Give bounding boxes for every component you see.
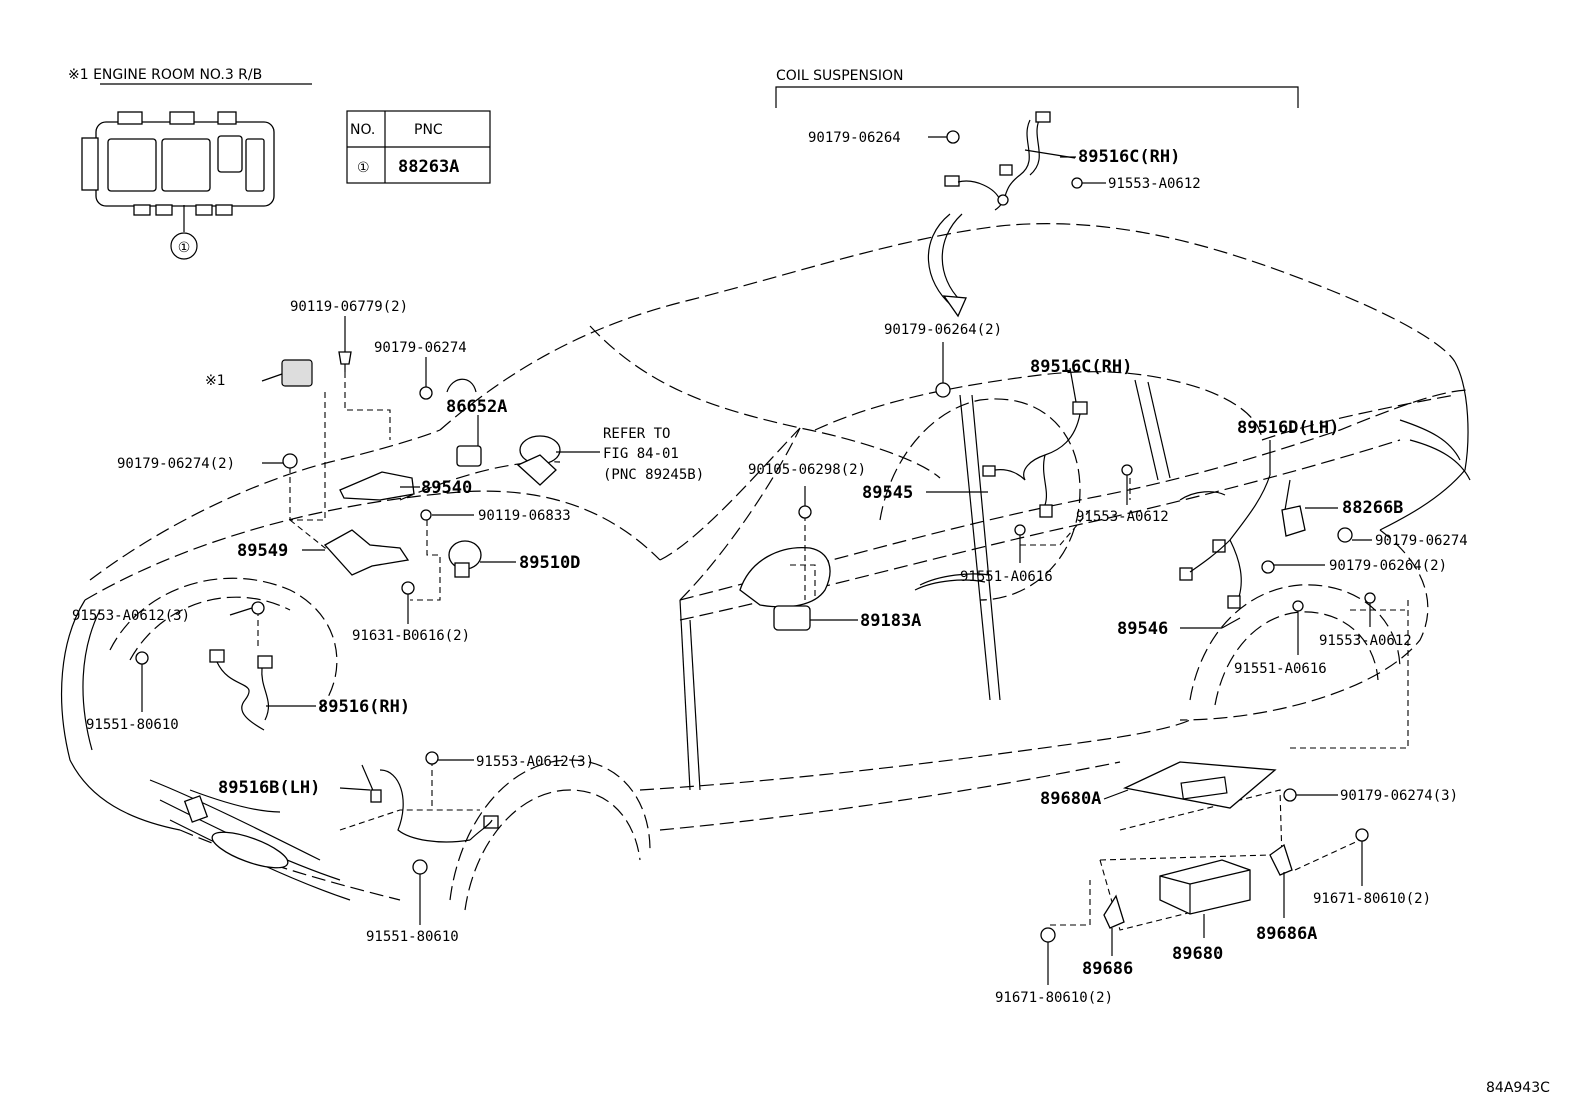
bolt-icon bbox=[135, 382, 1376, 943]
part-label: 91671-80610(2) bbox=[1313, 891, 1431, 907]
bracket-icon bbox=[1269, 843, 1293, 876]
part-label: 90179-06274 bbox=[374, 340, 467, 356]
bracket-icon bbox=[1103, 894, 1125, 929]
part-label: 91553-A0612 bbox=[1076, 509, 1169, 525]
part-label: 90179-06274(2) bbox=[117, 456, 235, 472]
part-label: 89510D bbox=[519, 553, 580, 573]
part-label: 89680A bbox=[1040, 789, 1101, 809]
part-label: 89549 bbox=[237, 541, 288, 561]
refer-note-line2: FIG 84-01 bbox=[603, 446, 679, 462]
part-label: 91671-80610(2) bbox=[995, 990, 1113, 1006]
engine-room-box-title: ※1 ENGINE ROOM NO.3 R/B bbox=[68, 67, 262, 83]
part-label: 91553-A0612(3) bbox=[72, 608, 190, 624]
part-label: 91551-A0616 bbox=[1234, 661, 1327, 677]
pnc-table-header-pnc: PNC bbox=[414, 122, 443, 138]
cover-icon bbox=[1122, 761, 1277, 809]
part-label: 89545 bbox=[862, 483, 913, 503]
part-label: 91631-B0616(2) bbox=[352, 628, 470, 644]
figure-code: 84A943C bbox=[1486, 1080, 1550, 1096]
part-label: 90179-06264(2) bbox=[1329, 558, 1447, 574]
part-label: 89516(RH) bbox=[318, 697, 410, 717]
part-label: 89183A bbox=[860, 611, 921, 631]
part-label: 89680 bbox=[1172, 944, 1223, 964]
sensor-icon bbox=[448, 540, 482, 578]
leader-lines bbox=[141, 136, 1372, 985]
sensor-icon bbox=[516, 435, 561, 486]
pnc-table-header-no: NO. bbox=[350, 122, 375, 138]
part-label: 91551-80610 bbox=[366, 929, 459, 945]
part-label: 91553-A0612 bbox=[1108, 176, 1201, 192]
part-label: 89540 bbox=[421, 478, 472, 498]
height-sensor-harness-icon bbox=[361, 764, 499, 843]
part-label: 90105-06298(2) bbox=[748, 462, 866, 478]
car-body-outline bbox=[60, 223, 1471, 911]
star1-marker: ※1 bbox=[205, 373, 226, 389]
engine-room-box-group: ※1 ENGINE ROOM NO.3 R/B ① bbox=[68, 67, 312, 260]
relay-icon bbox=[281, 359, 313, 387]
clip-icon bbox=[456, 445, 482, 467]
part-label: 90179-06274 bbox=[1375, 533, 1468, 549]
bracket-icon bbox=[323, 529, 410, 576]
refer-note-line3: (PNC 89245B) bbox=[603, 467, 704, 483]
part-label: 89686A bbox=[1256, 924, 1317, 944]
height-sensor-harness-icon bbox=[209, 649, 273, 731]
part-label: 89516C(RH) bbox=[1078, 147, 1180, 167]
pnc-table: NO. PNC ① 88263A bbox=[346, 110, 491, 184]
coil-suspension-label: COIL SUSPENSION bbox=[776, 68, 903, 84]
nut-icon bbox=[419, 386, 433, 400]
part-label: 91553-A0612 bbox=[1319, 633, 1412, 649]
part-label: 91551-A0616 bbox=[960, 569, 1053, 585]
pnc-table-row-no: ① bbox=[357, 160, 370, 176]
part-label: 89516B(LH) bbox=[218, 778, 320, 798]
part-label: 91551-80610 bbox=[86, 717, 179, 733]
link-rod-icon bbox=[1221, 617, 1241, 629]
part-label: 86652A bbox=[446, 397, 507, 417]
pnc-table-row-pnc: 88263A bbox=[398, 157, 459, 177]
nut-icon bbox=[946, 130, 960, 144]
bolt-icon bbox=[338, 351, 352, 372]
part-label: 89516C(RH) bbox=[1030, 357, 1132, 377]
part-label: 89546 bbox=[1117, 619, 1168, 639]
wire-loop-icon bbox=[446, 378, 477, 393]
ecu-icon bbox=[1159, 859, 1251, 915]
clamp-icon bbox=[1281, 505, 1306, 537]
part-label: 91553-A0612(3) bbox=[476, 754, 594, 770]
height-sensor-harness-icon bbox=[1179, 474, 1291, 609]
part-label: 88266B bbox=[1342, 498, 1403, 518]
part-label: 90179-06264 bbox=[808, 130, 901, 146]
height-sensor-harness-icon bbox=[982, 401, 1088, 518]
part-label: 89686 bbox=[1082, 959, 1133, 979]
bolt-icon bbox=[1071, 177, 1092, 189]
part-label: 90119-06779(2) bbox=[290, 299, 408, 315]
part-labels: 90179-06264 89516C(RH) 91553-A0612 90119… bbox=[72, 130, 1550, 1096]
part-label: 89516D(LH) bbox=[1237, 418, 1339, 438]
coil-suspension-group: COIL SUSPENSION bbox=[775, 68, 1299, 318]
assembly-guides bbox=[257, 372, 1409, 931]
bracket-icon bbox=[339, 471, 415, 501]
coil-harness-icon bbox=[944, 111, 1076, 211]
refer-note-line1: REFER TO bbox=[603, 426, 670, 442]
callout-1: ① bbox=[178, 240, 191, 256]
part-label: 90179-06264(2) bbox=[884, 322, 1002, 338]
part-label: 90119-06833 bbox=[478, 508, 571, 524]
part-label: 90179-06274(3) bbox=[1340, 788, 1458, 804]
parts-shapes bbox=[135, 111, 1376, 943]
sensor-icon bbox=[773, 605, 811, 631]
relay-box-icon bbox=[81, 111, 275, 232]
